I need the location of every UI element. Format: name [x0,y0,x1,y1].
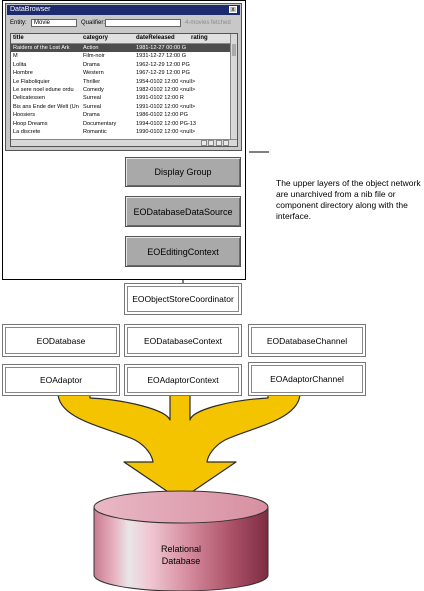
table-cell: Raiders of the Lost Ark [13,45,70,51]
table-cell: 1986-0102 12:00 PG [136,112,188,119]
database-caption-line1: Relational [160,544,202,554]
table-cell: Action [83,45,99,51]
window-title: DataBrowser [10,6,51,13]
table-row[interactable]: Hoosiers Drama 1986-0102 12:00 PG [11,111,231,119]
table-cell: Documentary [83,120,117,127]
database-caption: Relational Database [120,543,242,567]
column-header-category[interactable]: category [83,35,109,41]
vertical-scrollbar[interactable] [230,34,237,139]
table-row[interactable]: Hombre Western 1967-12-29 12:00 PG [11,69,231,77]
scroll-down-icon[interactable] [223,140,229,146]
table-row[interactable]: La discrete Romantic 1990-0102 12:00 <null… [11,128,231,136]
table-cell: 1991-0102 12:00 <null> [136,103,196,110]
table-cell: 1967-12-29 12:00 PG [136,70,190,77]
table-cell: Bis ans Ende der Welt (Un [13,103,79,110]
object-store-coordinator-label: EOObjectStoreCoordinator [132,294,234,304]
table-row[interactable]: Delicatessen Surreal 1991-0102 12:00 R [11,94,231,102]
table-cell: 1991-0102 12:00 R [136,95,184,102]
object-store-coordinator-box: EOObjectStoreCoordinator [124,283,242,315]
database-context-box: EODatabaseContext [124,324,242,357]
table-row[interactable]: M Film-noir 1931-12-27 12:00 G [11,52,231,60]
table-cell: Hoop Dreams [13,120,48,127]
annotation-text: The upper layers of the object network a… [276,178,421,221]
qualifier-label: Qualifier: [81,20,106,26]
table-cell: 1994-0102 12:00 PG-13 [136,120,197,127]
table-cell: Le sere noel edune ordu [13,87,74,93]
scroll-up-icon[interactable] [216,140,222,146]
adaptor-box: EOAdaptor [2,364,120,396]
database-box: EODatabase [2,324,120,357]
table-cell: Romantic [83,129,107,135]
table-cell: Hoosiers [13,112,36,119]
entity-field[interactable]: Movie [31,19,77,27]
table-cell: 1990-0102 12:00 <null> [136,129,196,135]
table-row[interactable]: Bis ans Ende der Welt (Un Surreal 1991-010… [11,103,231,111]
table-row[interactable]: Le Flaboliquier Thriller 1954-0102 12:00 <… [11,78,231,86]
table-cell: Lolita [13,61,27,68]
table-cell: Surreal [83,103,102,110]
database-channel-label: EODatabaseChannel [266,335,348,346]
window-titlebar: DataBrowser x [7,5,240,15]
table-cell: 1931-12-27 12:00 G [136,53,187,60]
table-cell: 1982-0102 12:00 <null> [136,87,196,93]
adaptor-channel-label: EOAdaptorChannel [270,374,344,384]
data-flow-arrow [57,392,301,501]
table-cell: Film-noir [83,53,105,60]
table-row[interactable]: Lolita Drama 1962-12-29 12:00 PG [11,61,231,69]
table-cell: Le Flaboliquier [13,78,50,85]
table-row[interactable]: Le sere noel edune ordu Comedy 1982-0102 1… [11,86,231,94]
table-cell: Drama [83,112,100,119]
database-label: EODatabase [36,335,86,346]
scroll-right-icon[interactable] [208,140,214,146]
database-caption-line2: Database [161,556,201,566]
database-data-source-box: EODatabaseDataSource [125,196,241,227]
table-row[interactable]: Raiders of the Lost Ark Action 1981-12-27 … [11,44,231,52]
entity-label: Entity: [10,20,27,26]
adaptor-context-label: EOAdaptorContext [147,375,219,385]
table-header: title category dateReleased rating [11,34,231,44]
table-cell: Delicatessen [13,95,46,102]
database-data-source-label: EODatabaseDataSource [133,206,233,217]
scroll-thumb[interactable] [232,44,236,56]
qualifier-field[interactable] [105,19,181,27]
database-channel-box: EODatabaseChannel [248,324,366,357]
table-cell: La discrete [13,129,41,135]
table-cell: Comedy [83,87,104,93]
table-cell: Western [83,70,104,77]
display-group-box: Display Group [125,157,241,187]
adaptor-label: EOAdaptor [39,375,83,385]
table-cell: Surreal [83,95,102,102]
table-row[interactable]: Hoop Dreams Documentary 1994-0102 12:00 PG… [11,120,231,128]
column-header-rating[interactable]: rating [191,35,208,41]
adaptor-context-box: EOAdaptorContext [124,364,242,396]
close-icon[interactable]: x [229,6,237,13]
display-group-label: Display Group [154,167,212,177]
table-cell: Thriller [83,78,101,85]
table-cell: 1981-12-27 00:00 G [136,45,187,51]
data-browser-window: DataBrowser x Entity: Movie Qualifier: 4… [5,3,242,151]
editing-context-label: EOEditingContext [147,246,219,257]
fetch-status: 4-movies fetched [185,20,231,26]
database-cylinder-top [93,490,269,524]
table-cell: 1962-12-29 12:00 PG [136,61,190,68]
column-header-date-released[interactable]: dateReleased [136,35,175,41]
editing-context-box: EOEditingContext [125,236,241,267]
database-context-label: EODatabaseContext [144,335,222,346]
table-cell: M [13,53,18,60]
results-table: title category dateReleased rating Raide… [10,33,238,147]
horizontal-scrollbar[interactable] [11,139,237,146]
table-cell: Hombre [13,70,33,77]
adaptor-channel-box: EOAdaptorChannel [248,362,366,396]
table-cell: 1954-0102 12:00 <null> [136,78,196,85]
table-cell: Drama [83,61,100,68]
query-bar: Entity: Movie Qualifier: 4-movies fetche… [9,18,239,28]
column-header-title[interactable]: title [13,35,24,41]
scroll-left-icon[interactable] [201,140,207,146]
